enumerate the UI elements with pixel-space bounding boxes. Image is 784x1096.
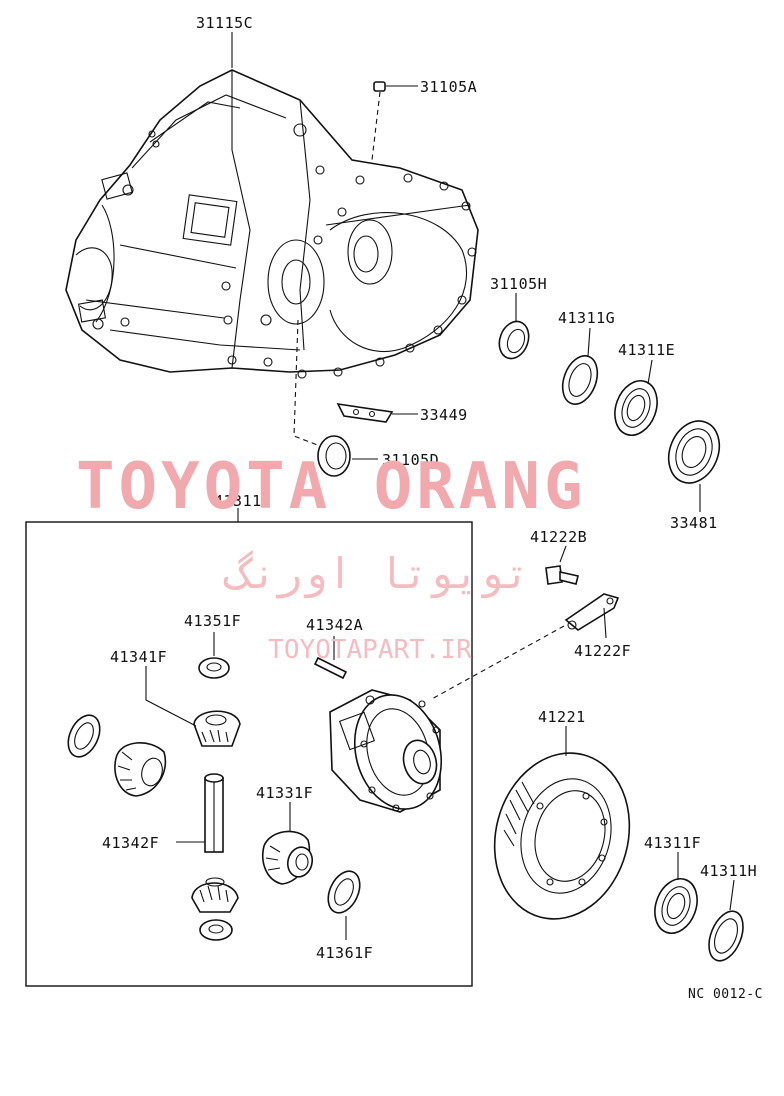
label-41311h: 41311H — [700, 862, 757, 880]
pinion-gear-41341f[interactable] — [145, 666, 241, 747]
oil-seal-31105d[interactable] — [293, 319, 378, 477]
plug-31105a[interactable] — [371, 81, 418, 161]
label-41222b: 41222B — [530, 528, 587, 546]
watermark-url: TOYOTAPART.IR — [268, 635, 472, 665]
label-41311g: 41311G — [558, 309, 615, 327]
transaxle-housing[interactable] — [65, 69, 479, 379]
washer-lower[interactable] — [199, 919, 233, 941]
bearing-41311f[interactable] — [648, 852, 705, 939]
lock-plate-41222f[interactable] — [429, 593, 620, 701]
differential-case[interactable] — [329, 685, 454, 819]
label-33481: 33481 — [670, 514, 718, 532]
label-41311e: 41311E — [618, 341, 675, 359]
side-gear-left[interactable] — [114, 742, 167, 797]
label-31115c: 31115C — [196, 14, 253, 32]
label-31105a: 31105A — [420, 78, 477, 96]
label-41222f: 41222F — [574, 642, 631, 660]
label-31105d: 31105D — [382, 451, 439, 469]
washer-41351f[interactable] — [198, 632, 230, 679]
pin-41342a[interactable] — [313, 636, 348, 680]
label-31105h: 31105H — [490, 275, 547, 293]
label-41331f: 41331F — [256, 784, 313, 802]
label-41221: 41221 — [538, 708, 586, 726]
pinion-gear-lower[interactable] — [191, 877, 239, 913]
oil-seal-33481[interactable] — [660, 413, 728, 512]
bolt-41222b[interactable] — [545, 545, 579, 585]
diagram-code: NC 0012-C — [688, 987, 763, 1002]
label-41341f: 41341F — [110, 648, 167, 666]
watermark-persian: تویوتا اورنگ — [223, 549, 529, 598]
ring-gear-41221[interactable] — [477, 726, 648, 934]
thrust-washer-41361f[interactable] — [322, 866, 366, 940]
pinion-shaft-41342f[interactable] — [176, 773, 224, 853]
label-41361f: 41361F — [316, 944, 373, 962]
oil-seal-31105h[interactable] — [494, 293, 533, 363]
label-33449: 33449 — [420, 406, 468, 424]
thrust-washer-left[interactable] — [62, 710, 106, 762]
side-gear-41331f[interactable] — [262, 802, 316, 885]
differential-assembly-box — [25, 508, 473, 987]
watermark-brand: TOYOTA ORANG — [76, 450, 586, 524]
label-41351f: 41351F — [184, 612, 241, 630]
shim-41311g[interactable] — [556, 327, 603, 409]
label-41311f: 41311F — [644, 834, 701, 852]
bearing-41311e[interactable] — [608, 359, 665, 441]
plate-33449[interactable] — [336, 402, 418, 423]
label-41342f: 41342F — [102, 834, 159, 852]
label-41342a: 41342A — [306, 616, 363, 634]
shim-41311h[interactable] — [702, 879, 749, 966]
label-41311: 41311 — [214, 492, 262, 510]
